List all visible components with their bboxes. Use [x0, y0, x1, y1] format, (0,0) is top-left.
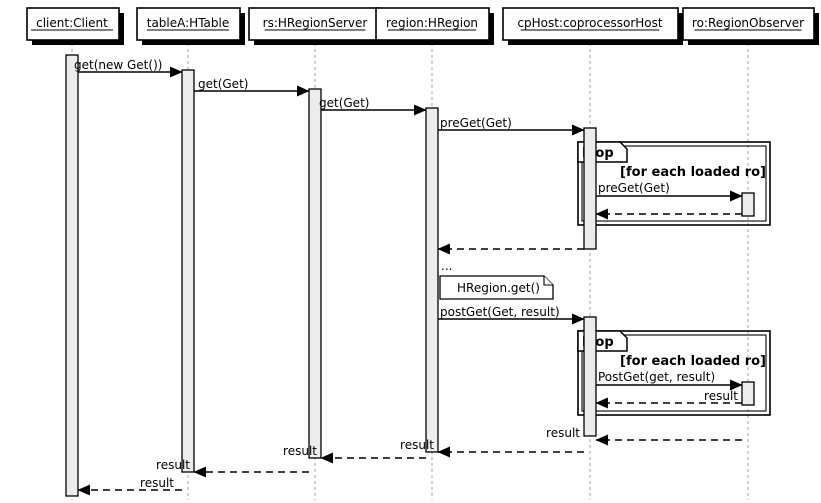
message-label-m10: result [704, 389, 738, 403]
message-m9: PostGet(get, result) [596, 370, 743, 391]
participant-label-client: client:Client [36, 16, 108, 30]
message-m8: postGet(Get, result) [438, 305, 585, 325]
note-body-note-hregion-get [439, 275, 554, 300]
message-m5: preGet(Get) [596, 181, 743, 202]
participant-box-rs[interactable] [248, 7, 380, 41]
message-label-m5: preGet(Get) [598, 181, 670, 195]
message-m12: result [400, 438, 584, 458]
message-label-m12: result [400, 438, 434, 452]
participant-label-region: region:HRegion [386, 16, 478, 30]
message-m11: result [546, 426, 742, 446]
note-label-note-hregion-get: HRegion.get() [457, 281, 540, 295]
participant-client[interactable]: client:Client [26, 7, 124, 45]
participant-tableA[interactable]: tableA:HTable [136, 7, 245, 45]
participant-box-tableA[interactable] [136, 7, 241, 41]
message-label-m14: result [156, 458, 190, 472]
message-label-m13: result [283, 444, 317, 458]
message-label-m11: result [546, 426, 580, 440]
client-activation [65, 54, 79, 497]
message-m14: result [156, 458, 309, 478]
message-m4: preGet(Get) [438, 116, 585, 136]
participant-box-region[interactable] [375, 7, 490, 41]
message-m1: get(new Get()) [74, 58, 183, 78]
annotation-ellipsis: ... [441, 259, 452, 273]
message-label-m15: result [140, 476, 174, 490]
notes-layer: HRegion.get()... [439, 259, 554, 300]
tableA-activation [181, 69, 195, 473]
messages-layer: get(new Get()) get(Get) get(Get) preGet(Get… [74, 58, 743, 496]
message-m2: get(Get) [194, 77, 310, 97]
participant-label-cpHost: cpHost:coprocessorHost [517, 16, 663, 30]
frame-guard-label-loop1: [for each loaded ro] [620, 165, 766, 180]
ro-activation-2 [741, 381, 755, 406]
lifelines-layer [71, 43, 749, 500]
participant-box-cpHost[interactable] [502, 7, 679, 41]
participant-box-client[interactable] [26, 7, 120, 41]
participant-rs[interactable]: rs:HRegionServer [248, 7, 384, 45]
message-m10: result [595, 389, 742, 409]
participants-layer: client:Client tableA:HTable rs:HRegionServ… [26, 7, 819, 45]
activations-layer [65, 54, 755, 497]
participant-label-ro: ro:RegionObserver [692, 16, 804, 30]
message-label-m8: postGet(Get, result) [440, 305, 560, 319]
cpHost-activation-1 [583, 127, 597, 250]
message-m13: result [283, 444, 426, 464]
rs-activation [308, 88, 322, 459]
message-label-m1: get(new Get()) [74, 58, 162, 72]
frame-border-loop1 [577, 141, 771, 226]
message-label-m4: preGet(Get) [440, 116, 512, 130]
region-activation [425, 107, 439, 453]
ro-activation-1 [741, 192, 755, 217]
participant-ro[interactable]: ro:RegionObserver [682, 7, 819, 45]
message-label-m2: get(Get) [198, 77, 248, 91]
frame-inner-border-loop1 [581, 145, 767, 222]
cpHost-activation-2 [583, 316, 597, 437]
message-label-m9: PostGet(get, result) [598, 370, 715, 384]
note-fold-corner-note-hregion-get [543, 276, 553, 286]
participant-cpHost[interactable]: cpHost:coprocessorHost [502, 7, 683, 45]
frame-loop1: loop[for each loaded ro] [577, 141, 771, 226]
participant-label-rs: rs:HRegionServer [263, 16, 368, 30]
participant-region[interactable]: region:HRegion [375, 7, 494, 45]
message-m3: get(Get) [319, 96, 427, 116]
note-note-hregion-get: HRegion.get() [439, 275, 554, 300]
message-label-m3: get(Get) [319, 96, 369, 110]
frame-inner-border-loop2 [581, 334, 767, 412]
frame-border-loop2 [577, 330, 771, 416]
participant-label-tableA: tableA:HTable [147, 16, 230, 30]
message-m15: result [77, 476, 182, 496]
participant-box-ro[interactable] [682, 7, 815, 41]
frame-guard-label-loop2: [for each loaded ro] [620, 354, 766, 369]
